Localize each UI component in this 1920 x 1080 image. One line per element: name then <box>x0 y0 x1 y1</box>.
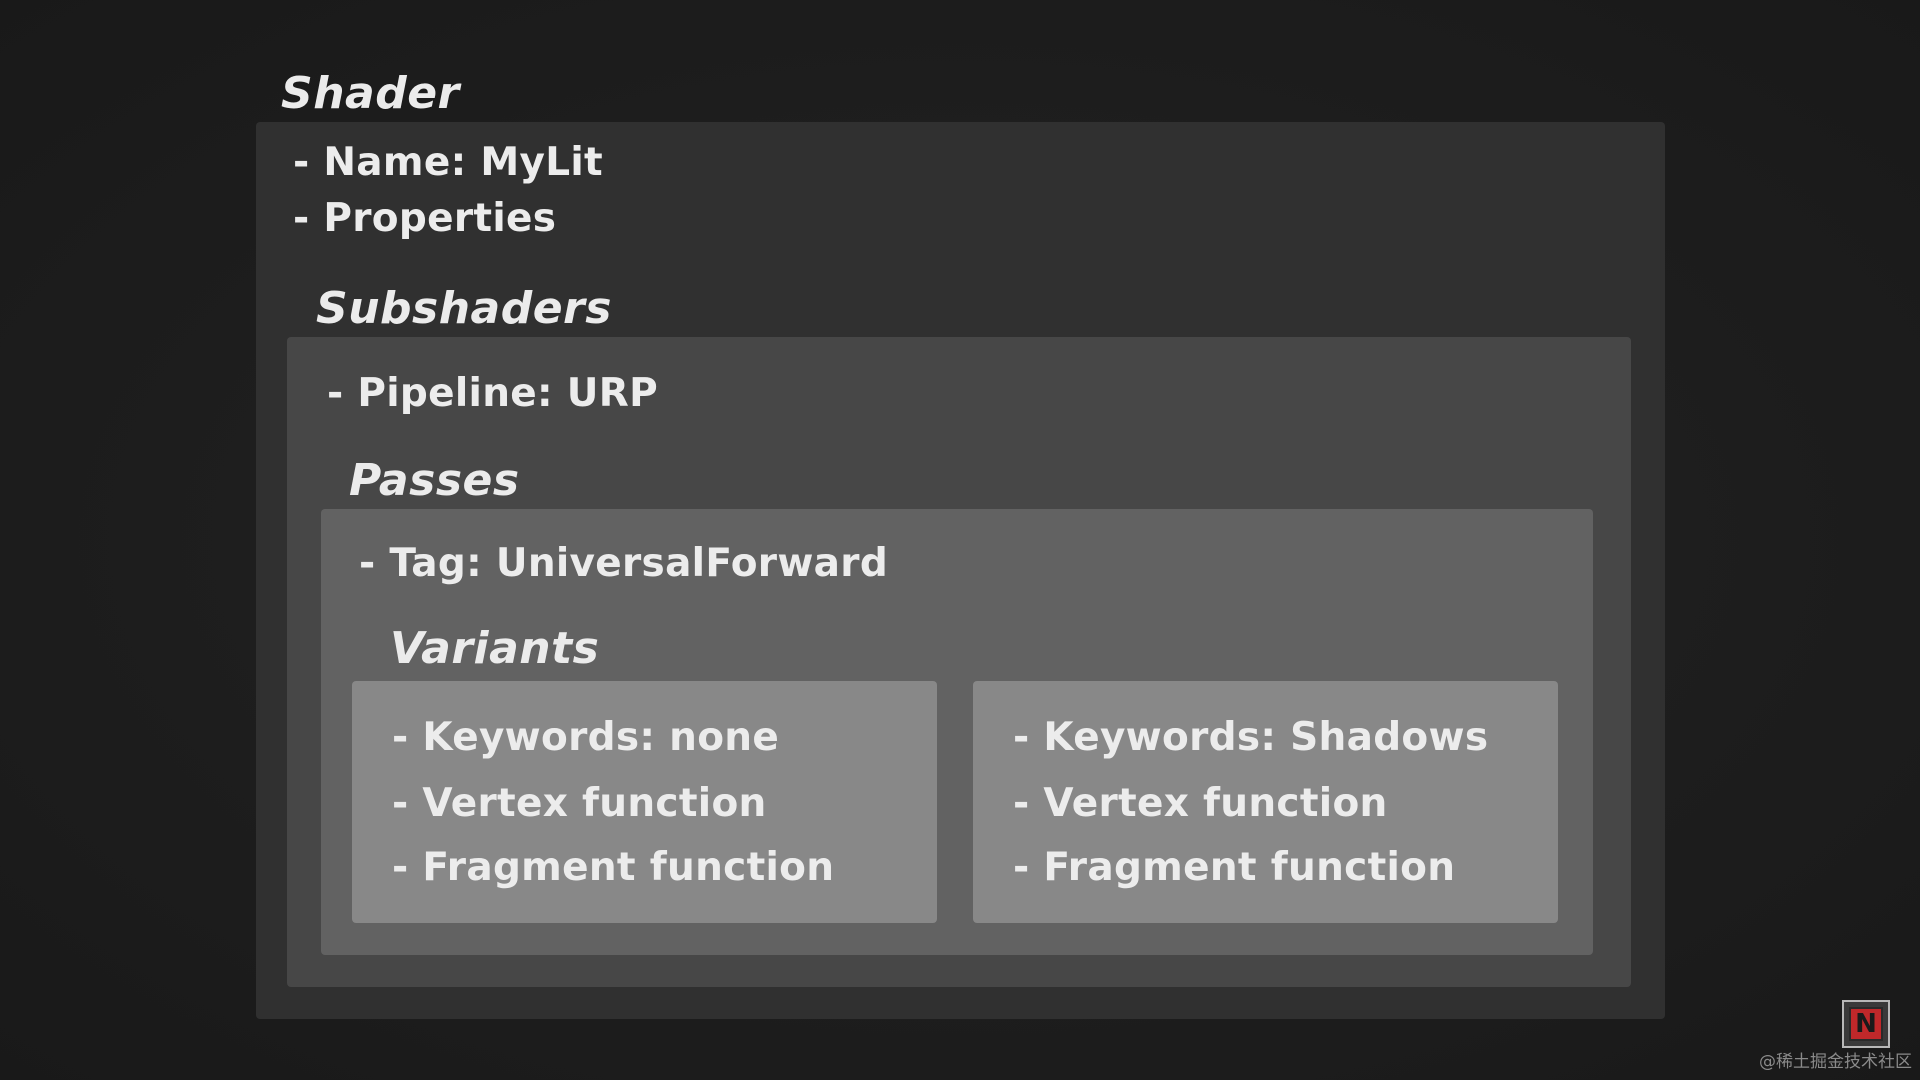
passes-title: Passes <box>349 455 520 506</box>
variant-fragment-item: - Fragment function <box>392 845 835 890</box>
variant-keywords-item: - Keywords: none <box>392 715 780 760</box>
channel-logo-icon: N <box>1842 1000 1890 1048</box>
subshader-pipeline-item: - Pipeline: URP <box>327 371 658 416</box>
shader-title: Shader <box>281 68 460 119</box>
variant-vertex-item: - Vertex function <box>1013 781 1388 826</box>
shader-properties-item: - Properties <box>293 196 557 241</box>
variants-title: Variants <box>390 623 600 674</box>
pass-tag-item: - Tag: UniversalForward <box>359 541 889 586</box>
variant-box-none <box>352 681 937 923</box>
logo-letter: N <box>1849 1007 1883 1041</box>
variant-keywords-item: - Keywords: Shadows <box>1013 715 1489 760</box>
shader-name-item: - Name: MyLit <box>293 140 603 185</box>
subshaders-title: Subshaders <box>316 283 612 334</box>
variant-vertex-item: - Vertex function <box>392 781 767 826</box>
variant-fragment-item: - Fragment function <box>1013 845 1456 890</box>
watermark-text: @稀土掘金技术社区 <box>1759 1052 1912 1072</box>
variant-box-shadows <box>973 681 1558 923</box>
